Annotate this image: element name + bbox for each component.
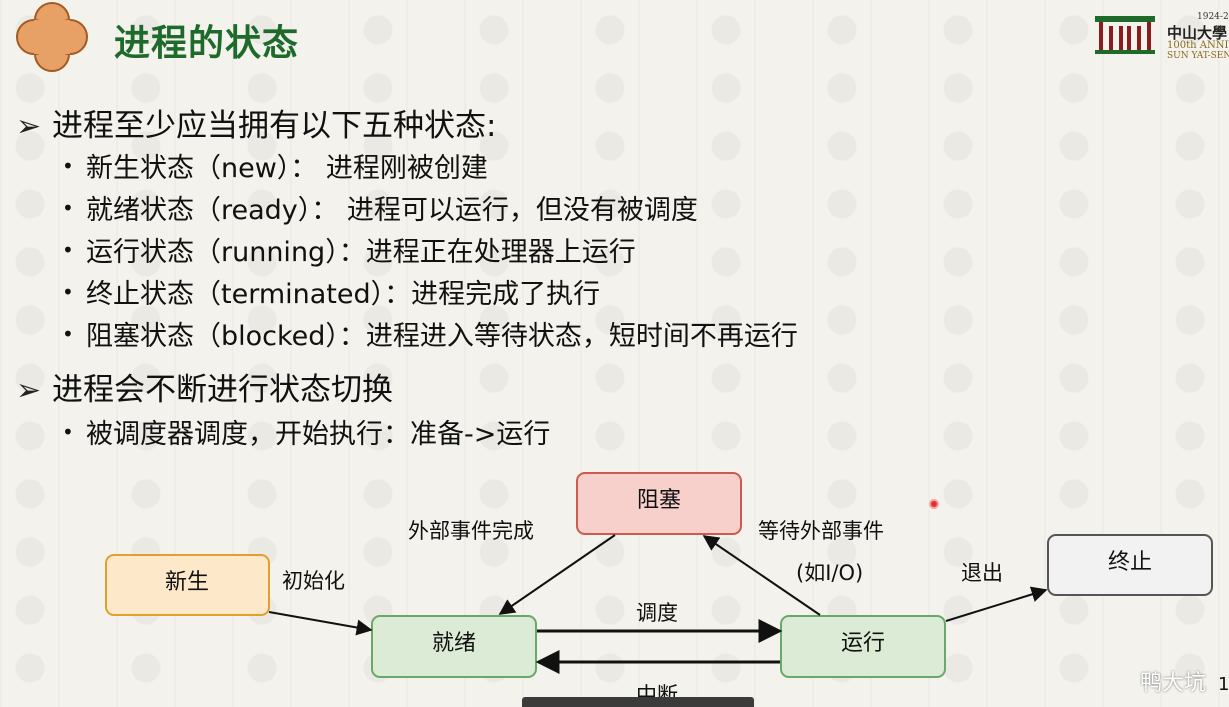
dot-bullet-icon: •	[62, 154, 74, 178]
bullet-text: 就绪状态（ready）： 进程可以运行，但没有被调度	[86, 195, 698, 226]
bullet-level2-ready: • 就绪状态（ready）： 进程可以运行，但没有被调度	[62, 188, 698, 227]
bullet-text: 进程会不断进行状态切换	[52, 372, 393, 408]
dot-bullet-icon: •	[62, 196, 74, 220]
node-blocked-label: 阻塞	[637, 488, 681, 513]
logo-name-en: SUN YAT-SEN U	[1167, 51, 1229, 61]
edge-wait-example-label: (如I/O)	[796, 561, 863, 585]
node-new: 新生	[105, 554, 270, 616]
gate-logo-icon	[1095, 16, 1155, 54]
node-running-label: 运行	[841, 631, 885, 656]
edge-exit-arrow	[945, 586, 1048, 622]
bullet-level2-terminated: • 终止状态（terminated）：进程完成了执行	[62, 272, 600, 311]
node-running: 运行	[780, 615, 946, 678]
logo-anniv: 100th ANNIV	[1167, 40, 1229, 51]
node-new-label: 新生	[165, 570, 209, 595]
edge-wait-event-label: 等待外部事件	[758, 519, 884, 543]
bullet-level2-new: • 新生状态（new）： 进程刚被创建	[62, 146, 488, 185]
bullet-level2-blocked: • 阻塞状态（blocked）：进程进入等待状态，短时间不再运行	[62, 314, 798, 353]
page-number: 1	[1218, 674, 1229, 695]
dot-bullet-icon: •	[62, 322, 74, 346]
logo-name-cn: 中山大學	[1167, 24, 1228, 42]
bullet-text: 终止状态（terminated）：进程完成了执行	[86, 279, 601, 310]
dot-bullet-icon: •	[62, 420, 74, 444]
title-badge-icon	[16, 2, 88, 72]
node-ready-label: 就绪	[432, 631, 476, 656]
edge-exit-label: 退出	[961, 561, 1003, 585]
watermark-text: 鸭大坑	[1140, 671, 1207, 696]
edge-init-label: 初始化	[282, 569, 345, 593]
arrow-bullet-icon: ➢	[16, 373, 42, 408]
bullet-text: 进程至少应当拥有以下五种状态:	[52, 108, 497, 144]
bullet-text: 新生状态（new）： 进程刚被创建	[86, 153, 488, 184]
arrow-bullet-icon: ➢	[16, 109, 42, 144]
edge-init-arrow	[268, 611, 373, 636]
node-terminated: 终止	[1047, 534, 1213, 596]
node-blocked: 阻塞	[576, 472, 742, 535]
laser-pointer-dot	[929, 499, 939, 509]
edge-event-done-label: 外部事件完成	[408, 519, 534, 543]
bullet-text: 运行状态（running）：进程正在处理器上运行	[86, 237, 636, 268]
bullet-text: 被调度器调度，开始执行：准备->运行	[86, 419, 551, 450]
bullet-level1-states: ➢ 进程至少应当拥有以下五种状态:	[16, 100, 496, 145]
bullet-text: 阻塞状态（blocked）：进程进入等待状态，短时间不再运行	[86, 321, 798, 352]
logo-years: 1924-20	[1197, 12, 1229, 22]
edge-event-done-arrow	[498, 534, 616, 615]
slide-title: 进程的状态	[114, 23, 300, 64]
bullet-level2-dispatch: • 被调度器调度，开始执行：准备->运行	[62, 412, 550, 451]
dot-bullet-icon: •	[62, 280, 74, 304]
bullet-level2-running: • 运行状态（running）：进程正在处理器上运行	[62, 230, 636, 269]
edge-wait-event-arrow	[702, 535, 821, 616]
node-terminated-label: 终止	[1108, 550, 1152, 575]
bullet-level1-switching: ➢ 进程会不断进行状态切换	[16, 364, 393, 409]
edge-dispatch-label: 调度	[636, 601, 678, 625]
dot-bullet-icon: •	[62, 238, 74, 262]
university-logo: 1924-20 中山大學 100th ANNIV SUN YAT-SEN U	[1093, 8, 1229, 61]
video-control-bar[interactable]	[522, 697, 754, 707]
node-ready: 就绪	[371, 615, 537, 678]
